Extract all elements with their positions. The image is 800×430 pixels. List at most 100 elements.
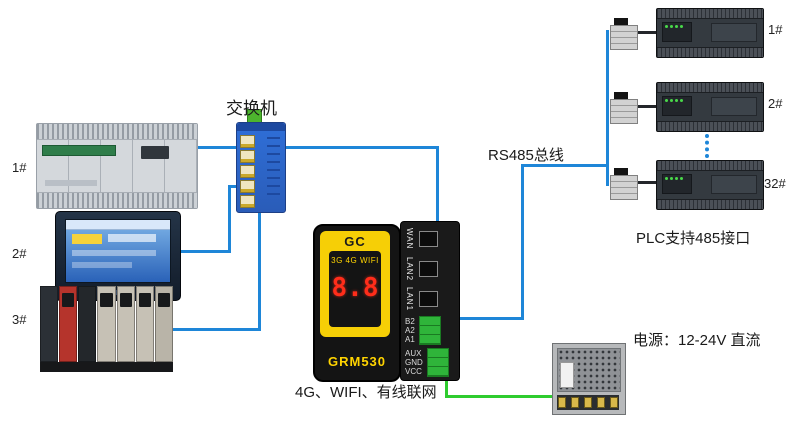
psu-screw (584, 397, 592, 408)
wire-rs485-bus (606, 30, 609, 186)
siemens-plc-device (36, 123, 198, 209)
rs485-terminal-labels: B2 A2 A1 (405, 317, 415, 344)
terminal-vcc: VCC (405, 367, 422, 376)
wire-dotted-more-plcs (705, 134, 709, 158)
adapter-cable-1 (636, 31, 658, 34)
rack-base (40, 362, 173, 372)
wire-hmi-to-switch-h (178, 250, 231, 253)
remote-plc-1 (656, 8, 764, 58)
connectivity-label: 4G、WIFI、有线联网 (295, 384, 437, 401)
grm-faceplate: GC 3G 4G WIFI 8.8 (320, 231, 390, 337)
hmi-touch-panel (55, 211, 181, 301)
plc-terminal-top (657, 9, 763, 19)
rack-modules (40, 286, 173, 362)
rack-module (59, 286, 78, 362)
rs485-adapter (610, 168, 638, 200)
lan2-port-icon (419, 261, 438, 277)
plc-terminal-strip-top (37, 124, 197, 140)
power-label: 电源：12-24V 直流 (633, 332, 761, 349)
power-terminal-labels: AUX GND VCC (405, 349, 423, 376)
hmi-widget (108, 234, 156, 242)
switch-cap (237, 123, 285, 131)
rs485-adapter (610, 92, 638, 124)
adapter-body (610, 99, 638, 124)
rs485-bus-label: RS485总线 (488, 147, 564, 164)
wire-plc1-to-switch (196, 146, 240, 149)
switch-port (240, 135, 255, 148)
plc-led-plate (662, 174, 692, 194)
label-remote-plc-32: 32# (764, 176, 786, 191)
wan-port-icon (419, 231, 438, 247)
grm-display: 3G 4G WIFI 8.8 (329, 251, 381, 327)
adapter-plug (614, 92, 628, 101)
plc-front-panel (711, 97, 757, 116)
wire-rack-to-switch-h (172, 328, 261, 331)
wire-switch-to-grm-h (284, 146, 439, 149)
adapter-body (610, 175, 638, 200)
wire-hmi-to-switch-v (228, 185, 231, 253)
grm-model: GRM530 (327, 354, 387, 369)
plc-front-panel (711, 23, 757, 42)
switch-port (240, 165, 255, 178)
rack-module (135, 286, 154, 362)
label-remote-plc-1: 1# (768, 22, 783, 37)
terminal-gnd: GND (405, 358, 423, 367)
port-label-wan: WAN (405, 228, 414, 250)
adapter-plug (614, 168, 628, 177)
hmi-widget (72, 262, 132, 268)
adapter-plug (614, 18, 628, 27)
remote-plc-2 (656, 82, 764, 132)
ethernet-switch (236, 122, 286, 213)
adapter-body (610, 25, 638, 50)
plc-led-plate (662, 96, 692, 116)
port-label-lan1: LAN1 (405, 286, 414, 311)
plc-rack-device (40, 286, 173, 372)
wire-rs485-h1 (457, 317, 524, 320)
terminal-a2: A2 (405, 326, 415, 335)
label-device-2: 2# (12, 246, 27, 261)
plc-led-plate (662, 22, 692, 42)
rack-module (154, 286, 173, 362)
plc-cpu-display (141, 146, 169, 159)
rack-module (116, 286, 135, 362)
grm-brand: GC (344, 234, 366, 249)
rs485-terminal-block (418, 316, 441, 345)
adapter-cable-2 (636, 105, 658, 108)
switch-vents (267, 137, 280, 199)
plc-led-row (45, 180, 97, 186)
psu-terminal-strip (557, 395, 619, 410)
rs485-adapter (610, 18, 638, 50)
wire-switch-to-grm-v (436, 146, 439, 226)
plc-terminal-bottom (657, 121, 763, 131)
adapter-cable-3 (636, 181, 658, 184)
rack-module (78, 286, 97, 362)
wire-hmi-to-switch-h2 (228, 185, 238, 188)
rack-module (97, 286, 116, 362)
hmi-titlebar (66, 220, 170, 230)
grm530-gateway: GC 3G 4G WIFI 8.8 GRM530 (313, 224, 401, 382)
lan1-port-icon (419, 291, 438, 307)
plc-front-panel (711, 175, 757, 194)
port-label-lan2: LAN2 (405, 256, 414, 281)
psu-screw (610, 397, 618, 408)
plc-green-terminal (42, 145, 116, 156)
hmi-screen (65, 219, 171, 283)
wire-rack-to-switch-v (258, 206, 261, 331)
rack-module (40, 286, 59, 362)
wire-rs485-v1 (521, 164, 524, 320)
plc-support-label: PLC支持485接口 (636, 230, 751, 247)
terminal-a1: A1 (405, 335, 415, 344)
plc-terminal-top (657, 83, 763, 93)
switch-port (240, 150, 255, 163)
power-terminal-block (426, 348, 449, 377)
plc-module-face (37, 140, 197, 192)
wire-power-h (445, 395, 557, 398)
power-supply-unit (552, 343, 626, 415)
wire-power-v (445, 364, 448, 398)
switch-port (240, 180, 255, 193)
plc-terminal-bottom (657, 47, 763, 57)
wire-rs485-h2 (521, 164, 609, 167)
terminal-b2: B2 (405, 317, 415, 326)
label-device-3: 3# (12, 312, 27, 327)
grm-seven-segment: 8.8 (331, 273, 379, 303)
